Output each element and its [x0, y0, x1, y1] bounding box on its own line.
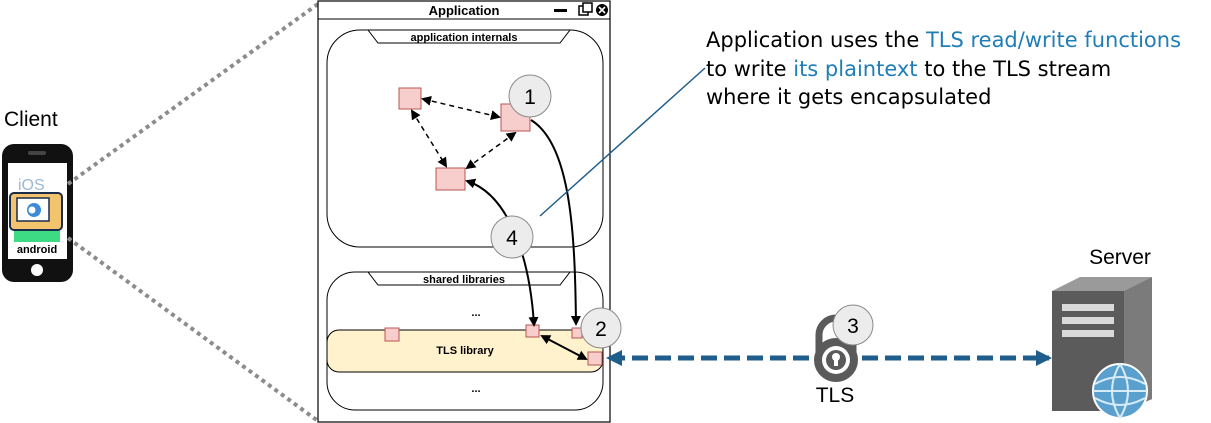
step-badge-3: 3: [832, 304, 874, 346]
tls-label: TLS: [816, 384, 855, 407]
step-badge-4: 4: [490, 215, 534, 259]
arrow-c-b: [465, 131, 517, 170]
tls-component-b: [525, 324, 540, 338]
step-badge-2: 2: [580, 307, 622, 349]
annotation-line2-prefix: to write: [706, 57, 793, 81]
globe-icon: [1092, 363, 1148, 419]
window-close-icon[interactable]: [596, 4, 608, 16]
annotation-line1-prefix: Application uses the: [706, 28, 926, 52]
arrow-a-c: [410, 109, 448, 168]
component-c: [435, 167, 466, 191]
component-a: [398, 87, 422, 110]
server-label: Server: [1089, 246, 1151, 269]
ios-logo-text: iOS: [18, 177, 45, 194]
window-restore-icon[interactable]: [578, 2, 593, 16]
android-logo-text: android: [17, 244, 57, 256]
client-label: Client: [4, 108, 58, 131]
annotation-line1-highlight: TLS read/write functions: [925, 28, 1181, 52]
arrow-a-b: [421, 95, 501, 121]
annotation-text: Application uses the TLS read/write func…: [706, 28, 1181, 109]
shared-libraries-box: shared libraries ... TLS library ...: [326, 271, 604, 411]
arrow-b-tls: [530, 119, 581, 326]
svg-text:4: 4: [506, 227, 518, 250]
window-title: Application: [429, 3, 500, 18]
arrow-tls-internal: [540, 335, 588, 360]
application-internals-box: application internals: [326, 29, 604, 248]
tls-component-a: [384, 327, 400, 342]
shared-libraries-label: shared libraries: [423, 274, 505, 286]
tls-endpoint: [587, 351, 603, 366]
annotation-line2-highlight: its plaintext: [793, 57, 917, 81]
svg-text:3: 3: [847, 315, 859, 338]
ellipsis-bottom: ...: [471, 383, 480, 395]
svg-text:Application uses the TLS read/: Application uses the TLS read/write func…: [706, 28, 1181, 52]
phone-icon: iOS android: [2, 144, 73, 282]
annotation-line2-suffix: to the TLS stream: [918, 57, 1112, 81]
svg-text:2: 2: [595, 318, 607, 341]
ellipsis-top: ...: [471, 307, 480, 319]
step-badge-1: 1: [508, 74, 552, 118]
svg-text:1: 1: [524, 86, 536, 109]
annotation-pointer: [539, 67, 706, 217]
internals-label: application internals: [411, 32, 518, 44]
zoom-line-top: [66, 2, 320, 186]
zoom-line-bottom: [66, 236, 320, 423]
tls-library-label: TLS library: [436, 345, 494, 357]
tls-component-c: [571, 327, 583, 339]
annotation-line3: where it gets encapsulated: [706, 85, 991, 109]
window-minimize-icon[interactable]: [554, 9, 567, 12]
svg-text:to write its plaintext to the: to write its plaintext to the TLS stream: [706, 57, 1111, 81]
